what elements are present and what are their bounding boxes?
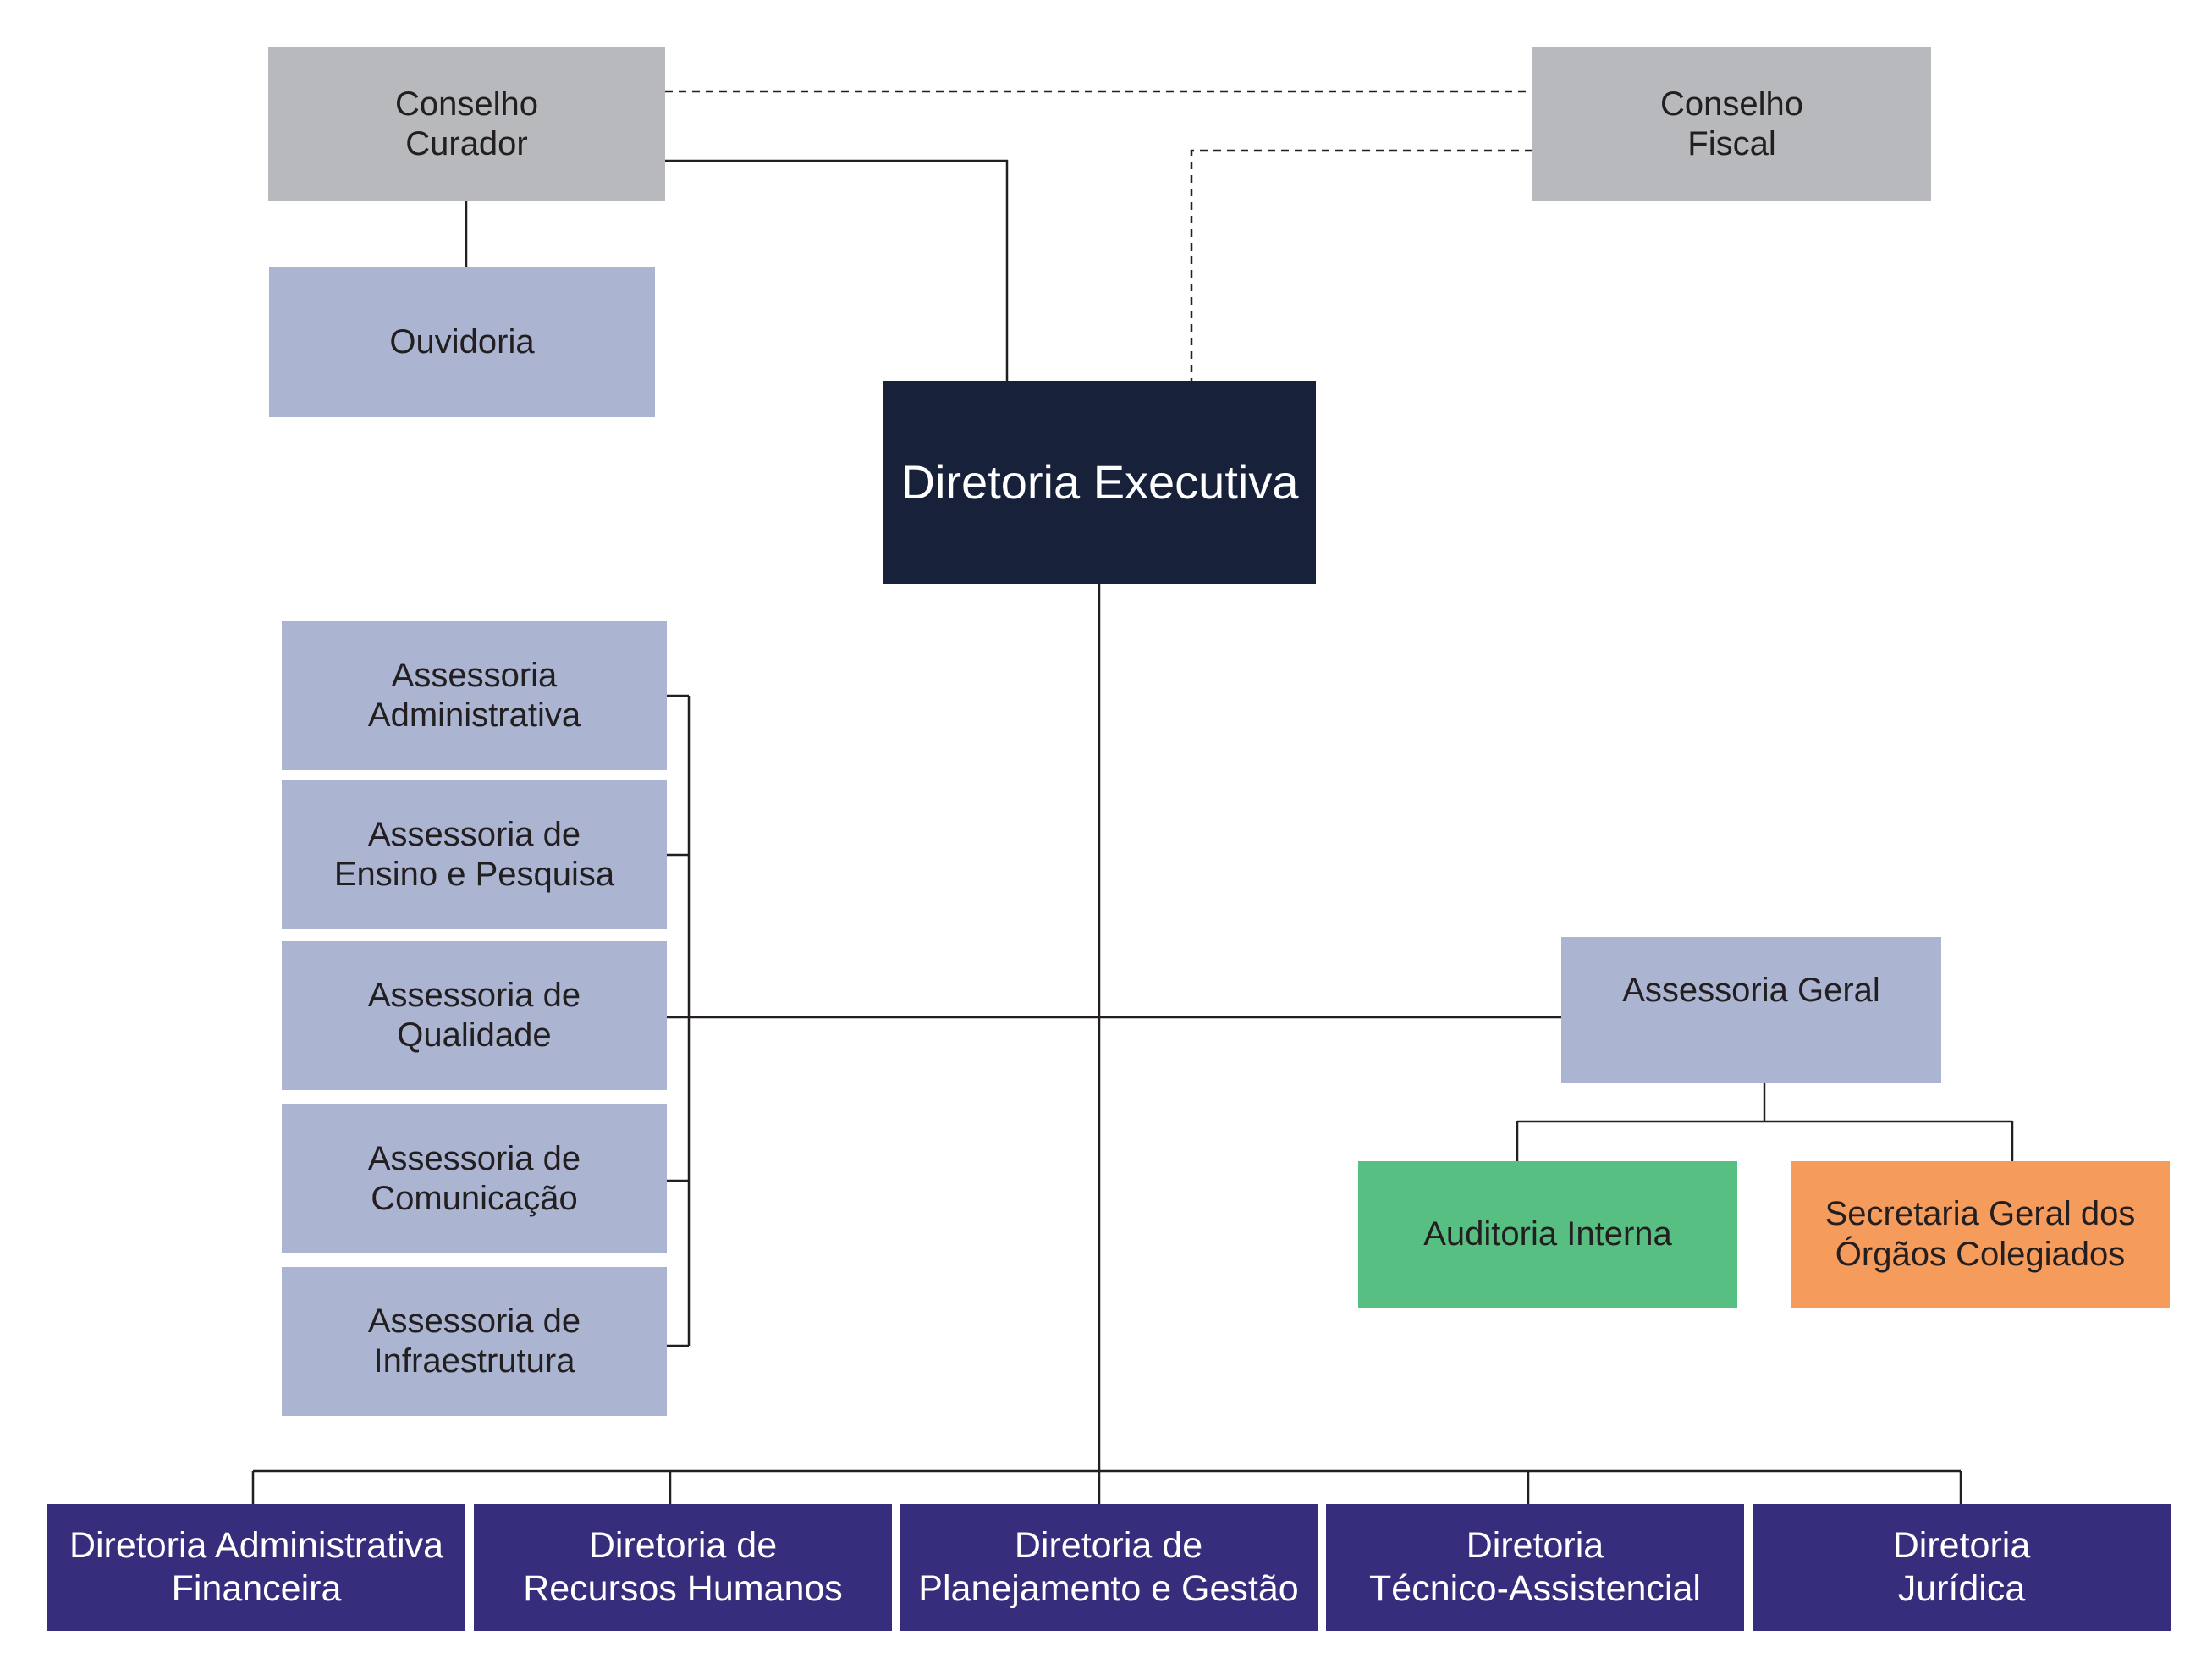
link-fiscal-executive-dashed (1190, 149, 1532, 381)
diretoria-administrativa-financeira-box: Diretoria Administrativa Financeira (47, 1504, 465, 1631)
assessoria-administrativa-box: Assessoria Administrativa (282, 621, 667, 770)
link-curador-executive (665, 159, 1009, 381)
diretoria-executiva-box: Diretoria Executiva (883, 381, 1316, 584)
diretoria-tecnico-assistencial-box: Diretoria Técnico-Assistencial (1326, 1504, 1744, 1631)
assessoria-qualidade-box: Assessoria de Qualidade (282, 941, 667, 1090)
auditoria-interna-box: Auditoria Interna (1358, 1161, 1737, 1308)
assessoria-comunicacao-box: Assessoria de Comunicação (282, 1104, 667, 1253)
conselho-fiscal-box: Conselho Fiscal (1532, 47, 1931, 201)
assessoria-infraestrutura-box: Assessoria de Infraestrutura (282, 1267, 667, 1416)
assessoria-geral-box: Assessoria Geral (1561, 937, 1941, 1083)
diretoria-recursos-humanos-box: Diretoria de Recursos Humanos (474, 1504, 892, 1631)
secretaria-geral-box: Secretaria Geral dos Órgãos Colegiados (1791, 1161, 2170, 1308)
diretoria-juridica-box: Diretoria Jurídica (1753, 1504, 2171, 1631)
assessoria-ensino-pesquisa-box: Assessoria de Ensino e Pesquisa (282, 780, 667, 929)
ouvidoria-box: Ouvidoria (269, 267, 655, 417)
diretoria-planejamento-gestao-box: Diretoria de Planejamento e Gestão (900, 1504, 1318, 1631)
conselho-curador-box: Conselho Curador (268, 47, 665, 201)
